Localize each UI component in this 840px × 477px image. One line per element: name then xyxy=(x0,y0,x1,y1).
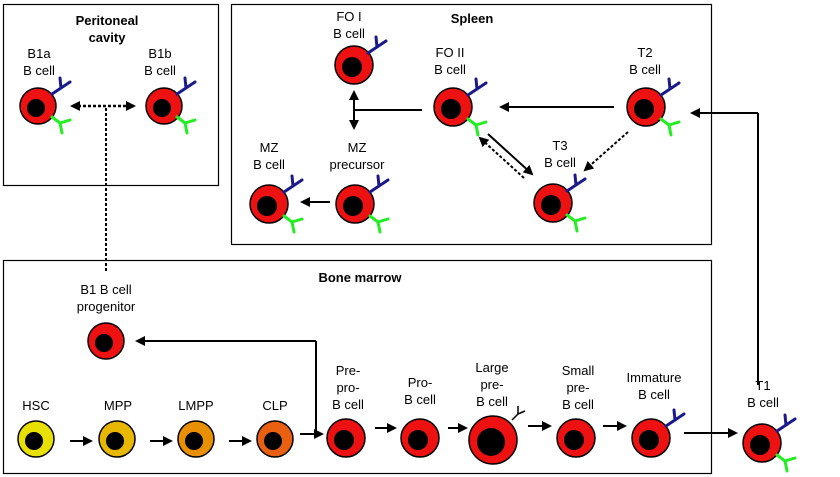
t1-cell xyxy=(742,413,797,473)
mpp-label: MPP xyxy=(104,398,132,413)
large-pre-b-cell xyxy=(468,406,526,465)
bone-marrow-title: Bone marrow xyxy=(318,270,402,285)
pro-b-label: Pro-B cell xyxy=(404,375,436,407)
mz-precursor-cell xyxy=(335,174,390,234)
pre-pro-b-cell xyxy=(326,418,366,458)
pre-pro-b-label: Pre-pro-B cell xyxy=(332,363,364,412)
clp-label: CLP xyxy=(262,398,287,413)
mz-cell xyxy=(249,174,304,234)
lmpp-label: LMPP xyxy=(178,398,213,413)
t3-cell xyxy=(533,173,587,233)
hsc-cell xyxy=(17,420,55,458)
mpp-cell xyxy=(98,420,136,458)
clp-cell xyxy=(256,420,294,458)
b1a-cell xyxy=(19,76,72,135)
spleen-title: Spleen xyxy=(451,11,494,26)
b1-progenitor-cell xyxy=(87,322,125,360)
hsc-label: HSC xyxy=(22,398,49,413)
lmpp-cell xyxy=(177,420,215,458)
fo2-to-t3-arrow xyxy=(487,133,534,176)
immature-b-cell xyxy=(631,408,686,458)
pro-b-cell xyxy=(400,418,440,458)
t2-cell xyxy=(626,77,681,137)
t3-to-fo2-dotted-arrow xyxy=(478,136,525,179)
fo1-cell xyxy=(334,35,388,85)
fo2-cell xyxy=(433,77,488,137)
small-pre-b-cell xyxy=(556,418,596,458)
peritoneal-cavity-box xyxy=(2,3,220,187)
b1b-cell xyxy=(145,76,197,135)
t2-to-t3-dotted-arrow xyxy=(583,131,629,172)
spleen-box xyxy=(230,3,713,246)
bone-marrow-box xyxy=(2,259,713,475)
